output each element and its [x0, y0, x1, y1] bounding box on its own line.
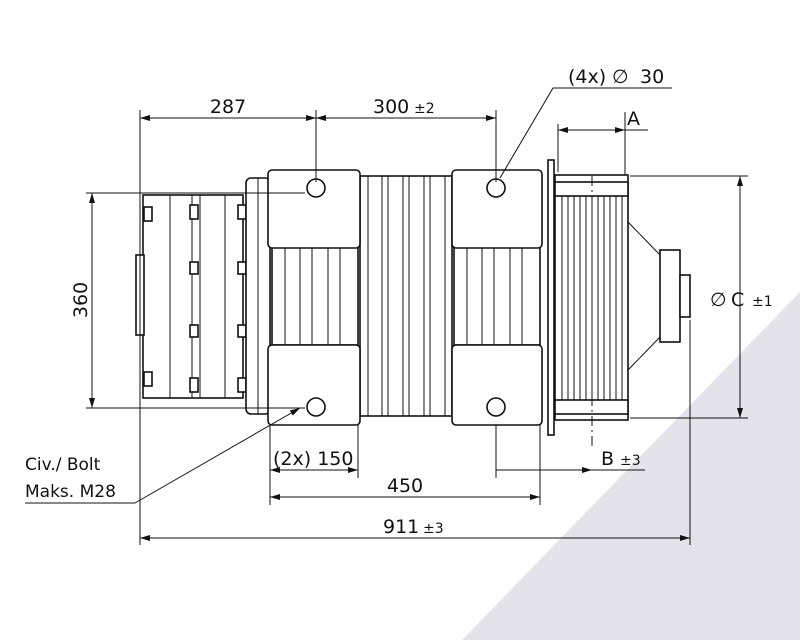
brake-assembly [135, 159, 691, 450]
dim-300: 300 [373, 96, 409, 118]
holes-count: (4x) [568, 66, 606, 88]
bolt-note-line2: Maks. M28 [25, 482, 116, 502]
dia-c-symbol: ∅ [710, 289, 727, 311]
background-triangle [462, 292, 800, 640]
dimension-lines [25, 87, 743, 541]
dim-287: 287 [210, 96, 246, 118]
mount-block-top-left [267, 169, 361, 249]
extension-lines [86, 110, 748, 545]
bolt-note-line1: Civ./ Bolt [25, 455, 101, 475]
dia-c-tol: ±1 [752, 294, 773, 310]
holes-dia: 30 [640, 66, 664, 88]
mount-block-top-right [451, 169, 543, 249]
dim-911: 911 [383, 516, 419, 538]
mount-hole-icons [306, 178, 506, 417]
dim-450: 450 [387, 475, 423, 497]
dim-911-tol: ±3 [423, 521, 444, 537]
holes-dia-symbol: ∅ [612, 66, 629, 88]
dim-b: B [601, 448, 614, 470]
dia-c: C [731, 289, 744, 311]
dim-a: A [627, 108, 640, 130]
dim-300-tol: ±2 [414, 101, 435, 117]
mount-block-bottom-right [451, 344, 543, 426]
dim-b-tol: ±3 [620, 453, 641, 469]
dim-360: 360 [70, 282, 92, 318]
mount-block-bottom-left [267, 344, 361, 426]
dim-150: (2x) 150 [273, 448, 353, 470]
